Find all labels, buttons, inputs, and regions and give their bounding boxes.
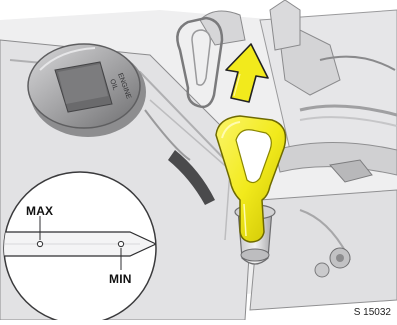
- max-mark: [37, 241, 42, 246]
- min-label: MIN: [109, 272, 132, 286]
- max-label: MAX: [26, 204, 53, 218]
- min-mark: [118, 241, 123, 246]
- figure-code: S 15032: [354, 307, 391, 318]
